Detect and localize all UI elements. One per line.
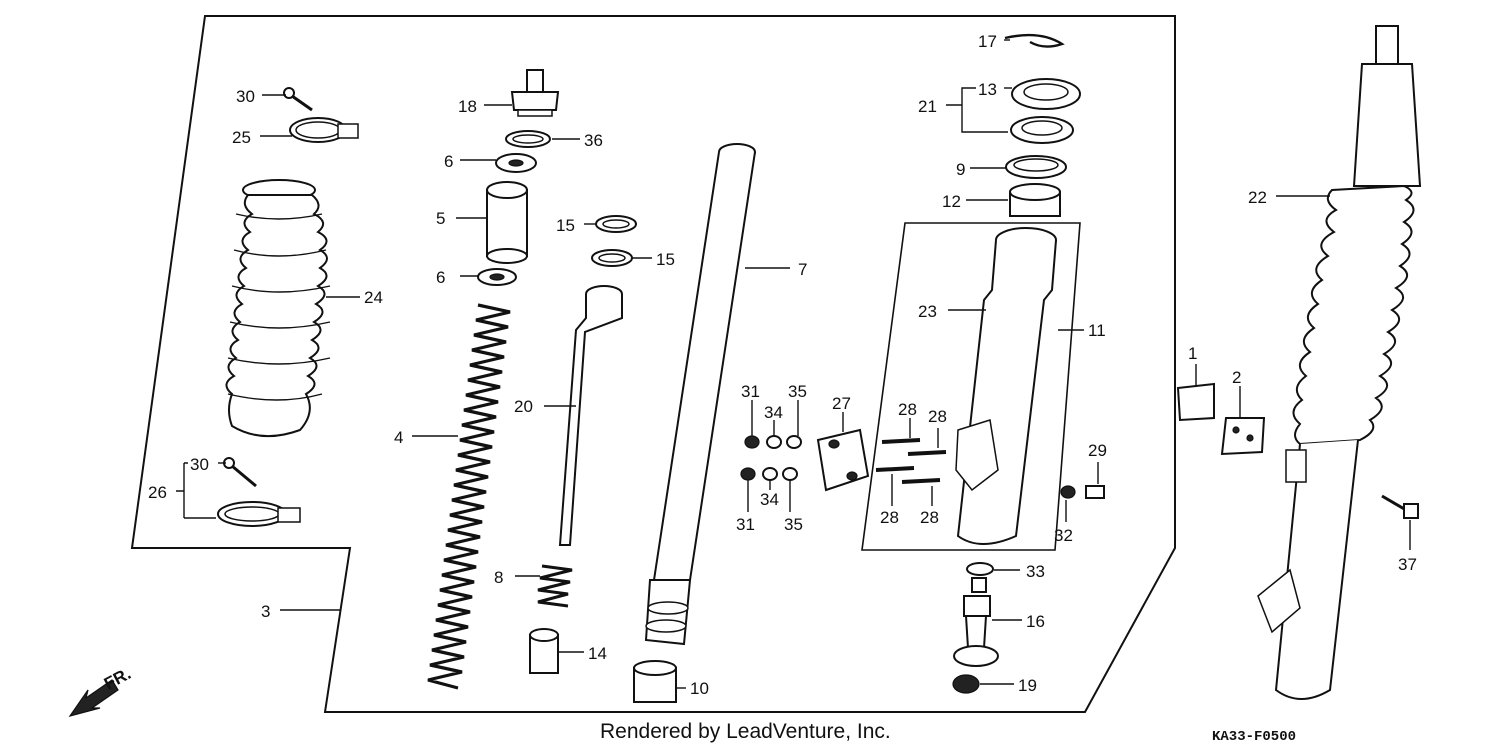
drain-plug-19[interactable] (952, 674, 980, 694)
callout-36[interactable]: 36 (584, 131, 603, 150)
callout-16[interactable]: 16 (1026, 612, 1045, 631)
callout-7[interactable]: 7 (798, 260, 807, 279)
callout-33[interactable]: 33 (1026, 562, 1045, 581)
back-up-ring-9[interactable] (1005, 155, 1067, 179)
band-25[interactable] (289, 117, 359, 143)
assembly-frame (130, 15, 1176, 713)
callout-1[interactable]: 1 (1188, 344, 1197, 363)
bracket-2[interactable] (1220, 417, 1266, 456)
callout-30-bottom[interactable]: 30 (190, 455, 209, 474)
callout-25[interactable]: 25 (232, 128, 251, 147)
callout-28-c[interactable]: 28 (880, 508, 899, 527)
fork-tube-7[interactable] (644, 143, 756, 646)
front-direction-arrow: FR. (68, 664, 134, 718)
bolt-30-bottom[interactable] (223, 457, 257, 488)
callout-13[interactable]: 13 (978, 80, 997, 99)
piston-ring-15-b[interactable] (591, 249, 633, 267)
oil-seal-21[interactable] (1010, 116, 1074, 144)
callout-labels: 1 2 3 4 5 6 6 7 8 9 10 11 12 13 14 15 15… (148, 32, 1417, 698)
bolt-32[interactable] (1060, 485, 1076, 499)
callout-28-d[interactable]: 28 (920, 508, 939, 527)
callout-34-b[interactable]: 34 (760, 490, 779, 509)
guide-bushing-12[interactable] (1009, 183, 1061, 217)
axle-holder-27[interactable] (816, 428, 870, 492)
bolt-30-top[interactable] (283, 87, 313, 112)
callout-9[interactable]: 9 (956, 160, 965, 179)
washer-6-bottom[interactable] (477, 268, 517, 286)
bracket-1[interactable] (1176, 382, 1215, 422)
fork-assembly-22[interactable] (1257, 25, 1422, 700)
callout-29[interactable]: 29 (1088, 441, 1107, 460)
damper-rod-20[interactable] (558, 285, 623, 546)
callout-31-b[interactable]: 31 (736, 515, 755, 534)
bolt-37[interactable] (1381, 494, 1419, 519)
callout-3[interactable]: 3 (261, 602, 270, 621)
callout-37[interactable]: 37 (1398, 555, 1417, 574)
callout-15-b[interactable]: 15 (656, 250, 675, 269)
callout-15-a[interactable]: 15 (556, 216, 575, 235)
leader-lines (176, 39, 1411, 689)
oil-seal-17-clip[interactable] (1004, 33, 1065, 48)
callout-6-top[interactable]: 6 (444, 152, 453, 171)
callout-10[interactable]: 10 (690, 679, 709, 698)
nut-31-a[interactable] (744, 435, 760, 449)
bolt-29[interactable] (1085, 485, 1105, 499)
callout-24[interactable]: 24 (364, 288, 383, 307)
washer-34-a[interactable] (766, 435, 782, 449)
callout-12[interactable]: 12 (942, 192, 961, 211)
callout-27[interactable]: 27 (832, 394, 851, 413)
nut-31-b[interactable] (740, 467, 756, 481)
fork-spring-4[interactable] (427, 303, 511, 690)
callout-18[interactable]: 18 (458, 97, 477, 116)
callout-30-top[interactable]: 30 (236, 87, 255, 106)
callout-35-b[interactable]: 35 (784, 515, 803, 534)
callout-5[interactable]: 5 (436, 209, 445, 228)
callout-34-a[interactable]: 34 (764, 403, 783, 422)
fork-slider-23[interactable] (955, 227, 1057, 545)
rebound-spring-8[interactable] (537, 564, 573, 608)
washer-6-top[interactable] (495, 153, 537, 173)
callout-28-a[interactable]: 28 (898, 400, 917, 419)
band-26[interactable] (217, 501, 301, 527)
rendered-by-credit: Rendered by LeadVenture, Inc. (600, 720, 891, 743)
washer-34-b[interactable] (762, 467, 778, 481)
callout-8[interactable]: 8 (494, 568, 503, 587)
washer-35-a[interactable] (786, 435, 802, 449)
piston-ring-15-a[interactable] (595, 215, 637, 233)
washer-35-b[interactable] (782, 467, 798, 481)
oil-lock-piece-14[interactable] (529, 628, 559, 674)
callout-31-a[interactable]: 31 (741, 382, 760, 401)
center-bolt-16[interactable] (953, 577, 999, 667)
washer-33[interactable] (966, 562, 994, 576)
boot-24[interactable] (225, 179, 331, 438)
o-ring-36[interactable] (505, 130, 551, 148)
callout-14[interactable]: 14 (588, 644, 607, 663)
callout-35-a[interactable]: 35 (788, 382, 807, 401)
dust-seal-13[interactable] (1011, 78, 1081, 110)
callout-21[interactable]: 21 (918, 97, 937, 116)
callout-32[interactable]: 32 (1054, 526, 1073, 545)
stud-28-set[interactable] (875, 438, 947, 484)
callout-11[interactable]: 11 (1088, 321, 1106, 340)
callout-23[interactable]: 23 (918, 302, 937, 321)
callout-6-bottom[interactable]: 6 (436, 268, 445, 287)
spacer-5[interactable] (486, 181, 528, 264)
lower-leg-subframe (861, 222, 1081, 551)
callout-26[interactable]: 26 (148, 483, 167, 502)
callout-20[interactable]: 20 (514, 397, 533, 416)
callout-17[interactable]: 17 (978, 32, 997, 51)
callout-28-b[interactable]: 28 (928, 407, 947, 426)
diagram-code: KA33-F0500 (1212, 729, 1296, 745)
cap-bolt-18[interactable] (510, 69, 560, 117)
callout-4[interactable]: 4 (394, 428, 403, 447)
slide-bushing-10[interactable] (633, 660, 677, 703)
callout-22[interactable]: 22 (1248, 188, 1267, 207)
callout-2[interactable]: 2 (1232, 368, 1241, 387)
callout-19[interactable]: 19 (1018, 676, 1037, 695)
